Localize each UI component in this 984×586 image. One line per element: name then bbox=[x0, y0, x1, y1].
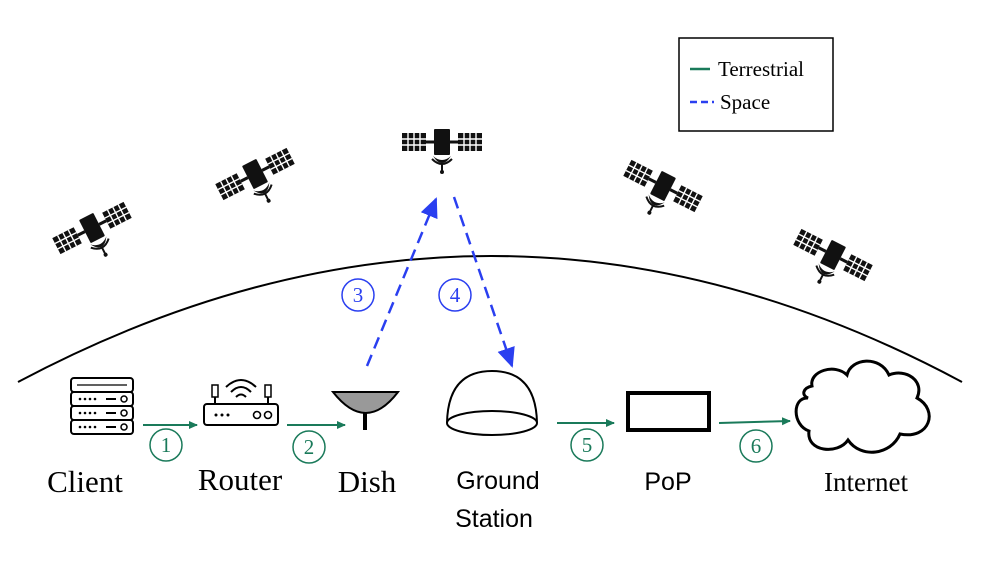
satellite-icon bbox=[781, 223, 877, 304]
svg-text:6: 6 bbox=[751, 434, 762, 458]
satellite-icon bbox=[48, 196, 144, 277]
server-icon bbox=[70, 377, 134, 435]
dish-icon bbox=[330, 391, 401, 430]
link-pop-internet bbox=[718, 417, 791, 426]
legend-terrestrial-label: Terrestrial bbox=[718, 57, 804, 81]
pop-box-icon bbox=[626, 391, 711, 432]
space-links bbox=[365, 196, 515, 368]
satellite-icon bbox=[611, 154, 707, 235]
legend: Terrestrial Space bbox=[678, 37, 834, 132]
svg-text:4: 4 bbox=[450, 283, 461, 307]
step-6: 6 bbox=[739, 429, 773, 463]
legend-space-label: Space bbox=[720, 90, 770, 114]
terrestrial-links bbox=[143, 417, 791, 429]
legend-box bbox=[678, 37, 834, 132]
cloud-icon bbox=[794, 359, 931, 454]
svg-text:3: 3 bbox=[353, 283, 364, 307]
link-dish-satellite bbox=[365, 197, 438, 367]
router-icon bbox=[203, 379, 279, 426]
ground-station-icon bbox=[446, 369, 538, 436]
link-satellite-groundstation bbox=[452, 196, 515, 368]
step-2: 2 bbox=[292, 430, 326, 464]
satellite-icon bbox=[400, 127, 484, 176]
label-router: Router bbox=[198, 462, 283, 497]
label-ground-station-line2: Station bbox=[455, 505, 533, 533]
svg-text:2: 2 bbox=[304, 435, 315, 459]
label-ground-station-line1: Ground bbox=[456, 467, 539, 495]
step-4: 4 bbox=[438, 278, 472, 312]
label-pop: PoP bbox=[644, 468, 691, 496]
satellite-icon bbox=[211, 142, 307, 223]
step-5: 5 bbox=[570, 428, 604, 462]
svg-text:5: 5 bbox=[582, 433, 593, 457]
earth-curve bbox=[17, 255, 963, 383]
step-3: 3 bbox=[341, 278, 375, 312]
label-dish: Dish bbox=[338, 464, 397, 499]
step-1: 1 bbox=[149, 428, 183, 462]
svg-text:1: 1 bbox=[161, 433, 172, 457]
label-client: Client bbox=[47, 464, 123, 499]
label-internet: Internet bbox=[824, 467, 908, 497]
